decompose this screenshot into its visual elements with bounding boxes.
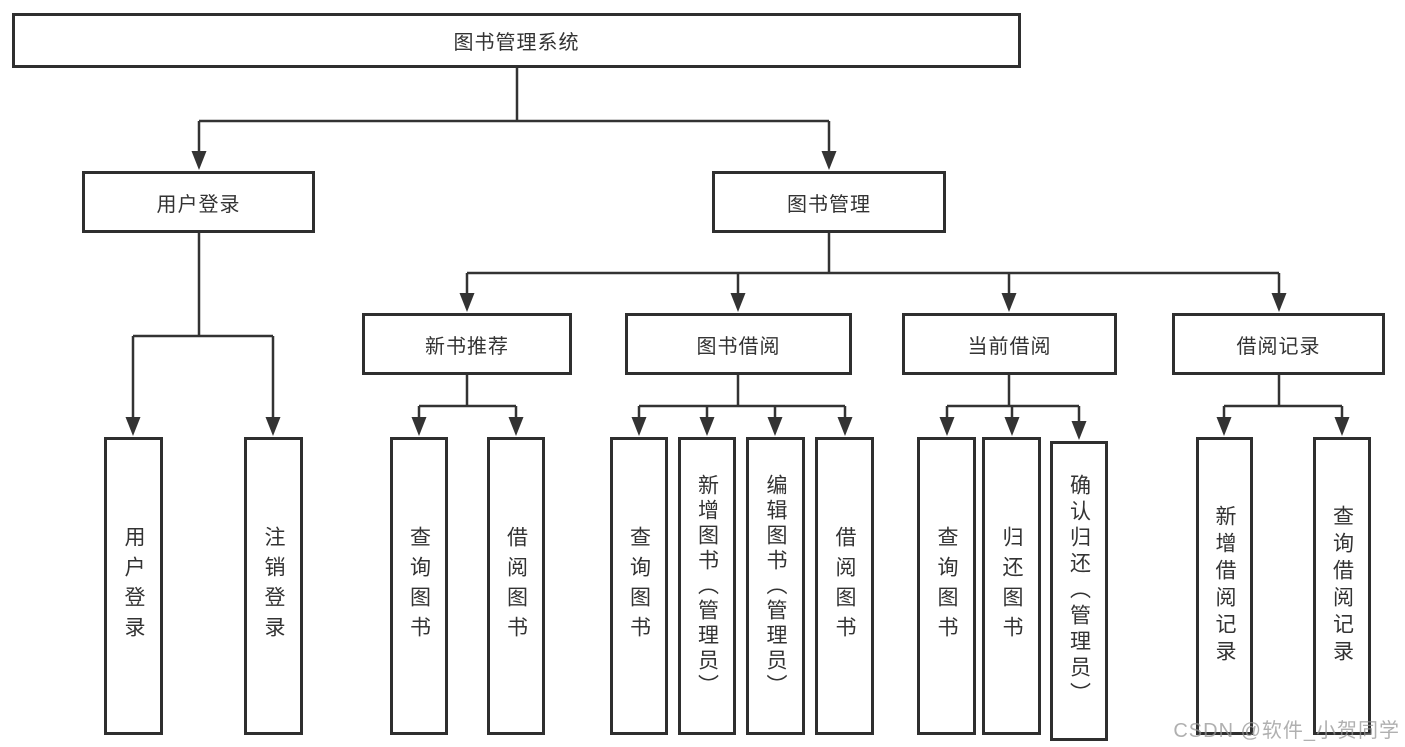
leaf-return-books: 归还图书	[982, 437, 1041, 735]
watermark: CSDN @软件_小贺同学	[1173, 720, 1400, 742]
leaf-add-borrow-record-label: 新增借阅记录	[1213, 505, 1236, 667]
leaf-query-books-borrow-label: 查询图书	[627, 526, 651, 646]
leaf-user-login: 用户登录	[104, 437, 163, 735]
leaf-logout: 注销登录	[244, 437, 303, 735]
leaf-borrow-books-recommend-label: 借阅图书	[504, 526, 528, 646]
node-borrow-records-label: 借阅记录	[1236, 335, 1321, 358]
leaf-add-books-admin: 新增图书（管理员）	[678, 437, 736, 735]
node-book-borrow-label: 图书借阅	[696, 335, 781, 358]
leaf-query-borrow-record-label: 查询借阅记录	[1330, 505, 1354, 667]
leaf-query-books-current: 查询图书	[917, 437, 976, 735]
leaf-query-books-recommend-label: 查询图书	[407, 526, 431, 646]
arrowheads	[125, 151, 1350, 440]
node-root-label: 图书管理系统	[453, 32, 580, 54]
leaf-add-books-admin-label: 新增图书（管理员）	[695, 473, 719, 699]
leaf-add-borrow-record: 新增借阅记录	[1196, 437, 1253, 735]
node-root: 图书管理系统	[12, 13, 1021, 68]
leaf-confirm-return-admin-label: 确认归还（管理员）	[1067, 474, 1091, 708]
node-borrow-records: 借阅记录	[1172, 313, 1385, 375]
leaf-confirm-return-admin: 确认归还（管理员）	[1050, 441, 1108, 741]
node-user-login: 用户登录	[82, 171, 315, 233]
node-new-book-recommend: 新书推荐	[362, 313, 572, 375]
leaf-borrow-books-borrow-label: 借阅图书	[833, 526, 856, 646]
node-user-login-label: 用户登录	[156, 193, 241, 216]
leaf-query-books-borrow: 查询图书	[610, 437, 668, 735]
node-book-management-label: 图书管理	[787, 193, 871, 216]
node-book-management: 图书管理	[712, 171, 946, 233]
node-new-book-recommend-label: 新书推荐	[425, 335, 509, 358]
node-book-borrow: 图书借阅	[625, 313, 852, 375]
leaf-edit-books-admin-label: 编辑图书（管理员）	[764, 473, 787, 699]
leaf-edit-books-admin: 编辑图书（管理员）	[746, 437, 805, 735]
leaf-return-books-label: 归还图书	[1000, 526, 1023, 646]
leaf-logout-label: 注销登录	[262, 526, 285, 646]
leaf-user-login-label: 用户登录	[122, 526, 145, 646]
leaf-borrow-books-recommend: 借阅图书	[487, 437, 545, 735]
leaf-query-borrow-record: 查询借阅记录	[1313, 437, 1371, 735]
leaf-borrow-books-borrow: 借阅图书	[815, 437, 874, 735]
node-current-borrow-label: 当前借阅	[967, 335, 1052, 358]
leaf-query-books-current-label: 查询图书	[935, 526, 958, 646]
node-current-borrow: 当前借阅	[902, 313, 1117, 375]
leaf-query-books-recommend: 查询图书	[390, 437, 448, 735]
